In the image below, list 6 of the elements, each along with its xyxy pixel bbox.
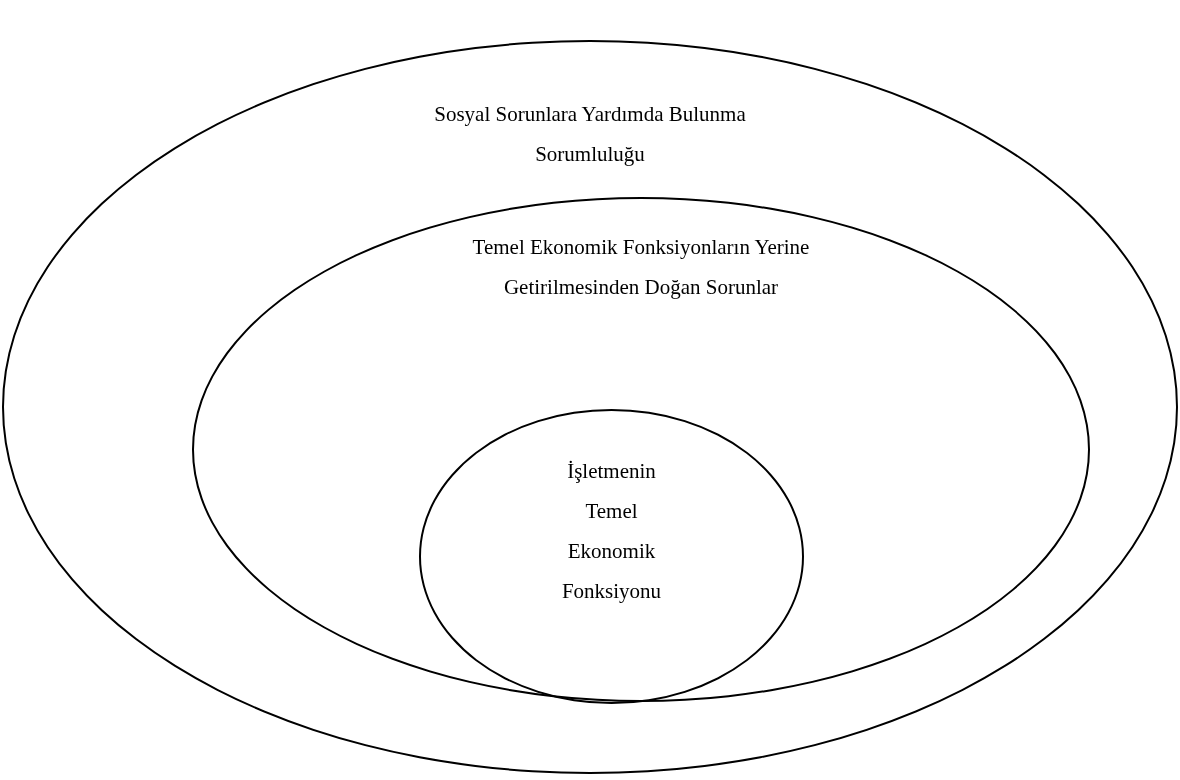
ellipse-label: İşletmenin Temel Ekonomik Fonksiyonu: [560, 458, 663, 605]
ellipse-label: Sosyal Sorunlara Yardımda Bulunma Sorumluluğu: [433, 101, 747, 168]
ellipse: [419, 409, 804, 704]
ellipse: [2, 40, 1178, 774]
ellipse: [192, 197, 1090, 702]
ellipse-label: Temel Ekonomik Fonksiyonların Yerine Getirilmesinden Doğan Sorunlar: [471, 234, 811, 301]
